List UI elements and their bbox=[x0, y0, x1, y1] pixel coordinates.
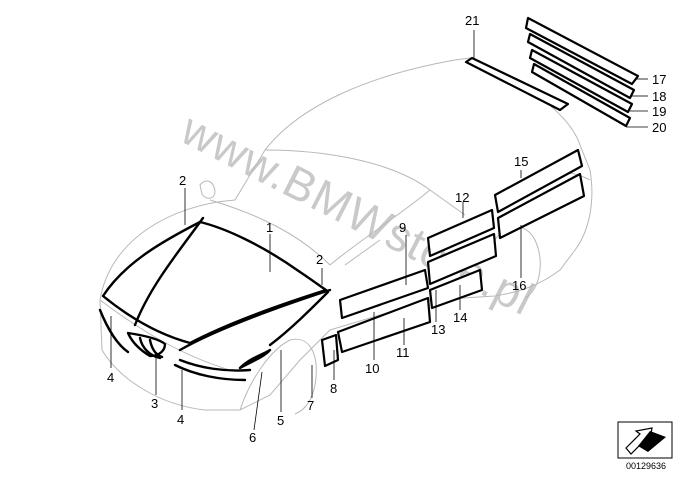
callout-10: 10 bbox=[365, 361, 379, 376]
callout-2-lower: 2 bbox=[316, 252, 323, 267]
arrow-legend-icon bbox=[617, 421, 673, 459]
callouts: 21 17 18 19 20 15 12 9 16 14 13 11 10 8 … bbox=[107, 13, 666, 445]
part-rear-door-upper bbox=[426, 208, 496, 258]
callout-14: 14 bbox=[453, 310, 467, 325]
part-rear-door-bottom bbox=[428, 268, 484, 310]
document-id: 00129636 bbox=[626, 461, 666, 471]
part-fender-rear-strip bbox=[320, 333, 340, 368]
callout-16: 16 bbox=[512, 278, 526, 293]
callout-5: 5 bbox=[277, 413, 284, 428]
callout-4-right: 4 bbox=[177, 412, 184, 427]
callout-19: 19 bbox=[652, 104, 666, 119]
callout-3: 3 bbox=[151, 396, 158, 411]
part-rear-door-lower bbox=[426, 232, 498, 286]
part-a-pillar-trim bbox=[268, 290, 330, 347]
callout-4-left: 4 bbox=[107, 370, 114, 385]
callout-2-upper: 2 bbox=[179, 173, 186, 188]
part-headlight-edge bbox=[178, 358, 252, 372]
part-hood-wrap bbox=[101, 220, 328, 345]
part-front-bumper-left bbox=[98, 308, 130, 354]
callout-8: 8 bbox=[330, 381, 337, 396]
loose-strips bbox=[524, 16, 640, 128]
callout-13: 13 bbox=[431, 322, 445, 337]
part-front-door-lower bbox=[336, 296, 432, 354]
leader-lines bbox=[110, 30, 648, 431]
callout-18: 18 bbox=[652, 89, 666, 104]
part-quarter-panel-lower bbox=[496, 172, 586, 240]
callout-1: 1 bbox=[266, 220, 273, 235]
kidney-grille bbox=[126, 331, 167, 360]
callout-21: 21 bbox=[465, 13, 479, 28]
callout-7: 7 bbox=[307, 398, 314, 413]
part-front-bumper-center bbox=[173, 363, 247, 382]
part-hood-edge bbox=[178, 288, 332, 352]
callout-20: 20 bbox=[652, 120, 666, 135]
callout-11: 11 bbox=[396, 345, 410, 360]
callout-12: 12 bbox=[455, 190, 469, 205]
callout-6: 6 bbox=[249, 430, 256, 445]
callout-17: 17 bbox=[652, 72, 666, 87]
part-quarter-panel-upper bbox=[493, 148, 584, 214]
callout-9: 9 bbox=[399, 220, 406, 235]
callout-15: 15 bbox=[514, 154, 528, 169]
part-roof-strip bbox=[464, 56, 570, 112]
part-fender-front bbox=[238, 348, 272, 370]
part-hood-stripe bbox=[133, 216, 205, 327]
